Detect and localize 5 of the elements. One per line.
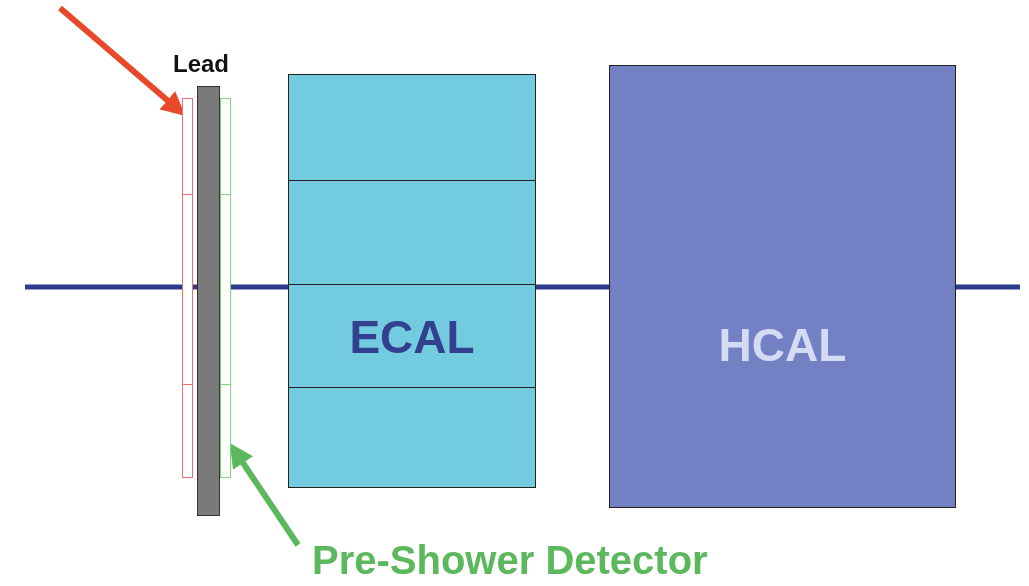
- detector-label: Pre-Shower Detector: [312, 538, 708, 583]
- detector-label: ECAL: [348, 309, 476, 364]
- arrow: [229, 443, 301, 547]
- lead-label: Lead: [173, 50, 229, 78]
- detector-label: HCAL: [717, 317, 848, 372]
